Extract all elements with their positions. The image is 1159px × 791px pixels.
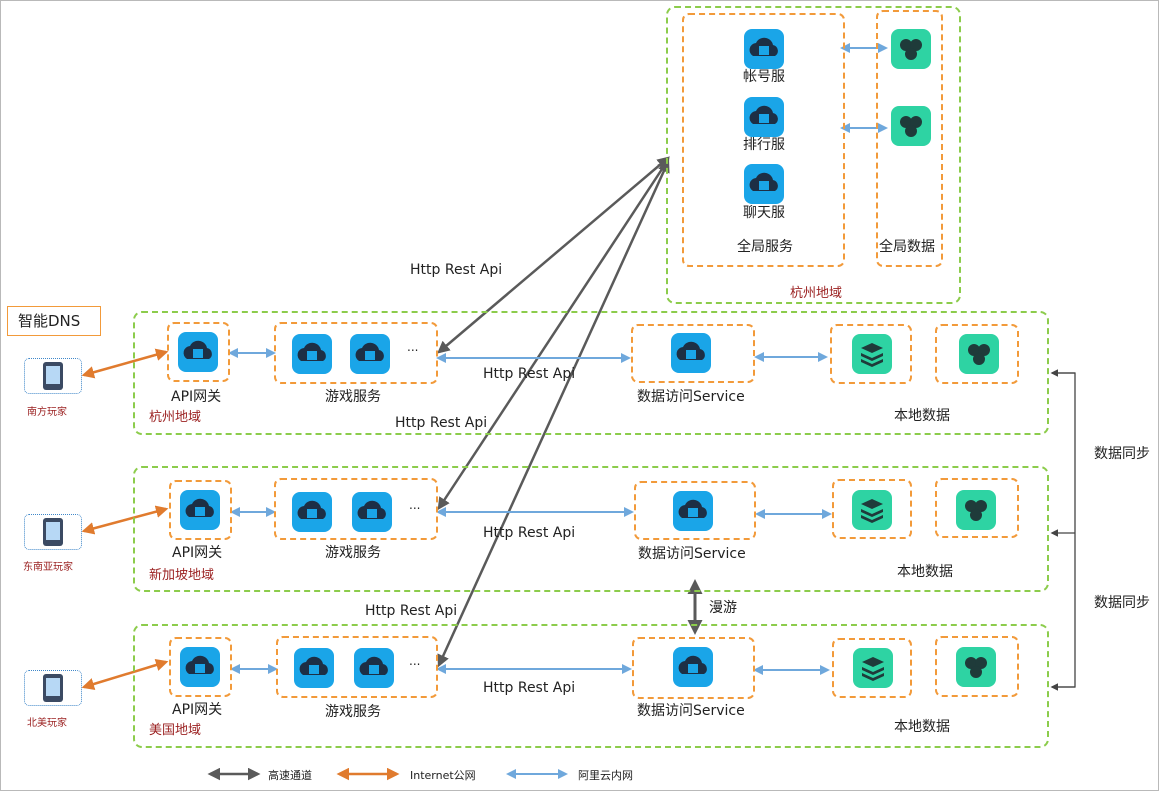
region-row [133,311,1049,435]
data-access-label: 数据访问Service [637,389,745,405]
local-data-label: 本地数据 [894,719,950,735]
game-server-icon [354,648,394,688]
more-ellipsis: ... [409,654,421,668]
legend-high-speed-label: 高速通道 [268,769,312,782]
global-db-icon [891,29,931,69]
api-link-label: Http Rest Api [483,680,576,696]
data-access-box [632,637,755,699]
player-device [24,670,82,706]
region-row [133,624,1049,748]
internet-link-3 [81,658,169,691]
api-gateway-box [169,637,232,697]
data-access-icon [673,491,713,531]
more-ellipsis: ... [407,340,419,354]
local-db-icon [956,490,996,530]
region-label: 美国地域 [149,723,202,738]
local-db-icon [959,334,999,374]
api-link-label: Http Rest Api [483,366,576,382]
game-server-icon [292,334,332,374]
internet-link-1 [81,348,169,379]
api-gateway-icon [180,490,220,530]
game-service-box [274,478,438,540]
game-server-icon [294,648,334,688]
player-label: 北美玩家 [27,718,67,729]
api-gateway-label: API网关 [172,545,223,561]
game-service-label: 游戏服务 [325,389,381,405]
legend-intranet-label: 阿里云内网 [578,769,633,782]
player-label: 东南亚玩家 [23,562,73,573]
player-label: 南方玩家 [27,407,67,418]
global-services-label: 全局服务 [737,239,793,255]
phone-icon [43,518,63,546]
region-row [133,466,1049,592]
local-storage-box [832,479,912,539]
global-data-box [876,10,943,267]
data-access-icon [673,647,713,687]
global-region-label: 杭州地域 [790,286,843,301]
ranking-server-icon [744,97,784,137]
api-gateway-box [167,322,230,382]
game-server-icon [292,492,332,532]
storage-stack-icon [852,334,892,374]
global-data-label: 全局数据 [879,239,935,255]
global-service-label: 帐号服 [743,69,785,85]
cross-link-3 [437,159,670,668]
global-service-label: 聊天服 [743,205,785,221]
game-server-icon [350,334,390,374]
data-access-label: 数据访问Service [638,546,746,562]
global-service-label: 排行服 [743,137,785,153]
account-server-icon [744,29,784,69]
global-services-box [682,13,845,267]
more-ellipsis: ... [409,498,421,512]
local-data-label: 本地数据 [894,408,950,424]
region-label: 新加坡地域 [149,568,215,583]
local-db-box [935,478,1019,538]
local-storage-box [830,324,912,384]
local-storage-box [832,638,912,698]
sync-bracket [1052,372,1076,688]
cross-link-label: Http Rest Api [410,262,503,278]
api-gateway-icon [178,332,218,372]
data-access-icon [671,333,711,373]
api-link-label: Http Rest Api [483,525,576,541]
legend-internet-label: Internet公网 [410,769,476,782]
api-gateway-label: API网关 [171,389,222,405]
phone-icon [43,362,63,390]
chat-server-icon [744,164,784,204]
data-access-box [634,481,756,540]
data-access-box [631,324,755,383]
roam-label: 漫游 [709,600,737,616]
storage-stack-icon [853,648,893,688]
game-service-label: 游戏服务 [325,704,381,720]
local-db-box [935,324,1019,384]
cross-link-label: Http Rest Api [365,603,458,619]
local-db-box [935,636,1019,697]
player-device [24,514,82,550]
local-db-icon [956,647,996,687]
game-service-box [276,636,438,698]
game-server-icon [352,492,392,532]
phone-icon [43,674,63,702]
player-device [24,358,82,394]
api-gateway-icon [180,647,220,687]
smart-dns-box: 智能DNS [7,306,101,336]
sync-label: 数据同步 [1094,446,1150,462]
api-gateway-label: API网关 [172,702,223,718]
global-region [666,6,961,304]
data-access-label: 数据访问Service [637,703,745,719]
api-gateway-box [169,480,232,540]
storage-stack-icon [852,490,892,530]
local-data-label: 本地数据 [897,564,953,580]
internet-link-2 [81,505,169,535]
sync-label: 数据同步 [1094,595,1150,611]
cross-link-label: Http Rest Api [395,415,488,431]
global-db-icon [891,106,931,146]
region-label: 杭州地域 [149,410,202,425]
game-service-label: 游戏服务 [325,545,381,561]
game-service-box [274,322,438,384]
